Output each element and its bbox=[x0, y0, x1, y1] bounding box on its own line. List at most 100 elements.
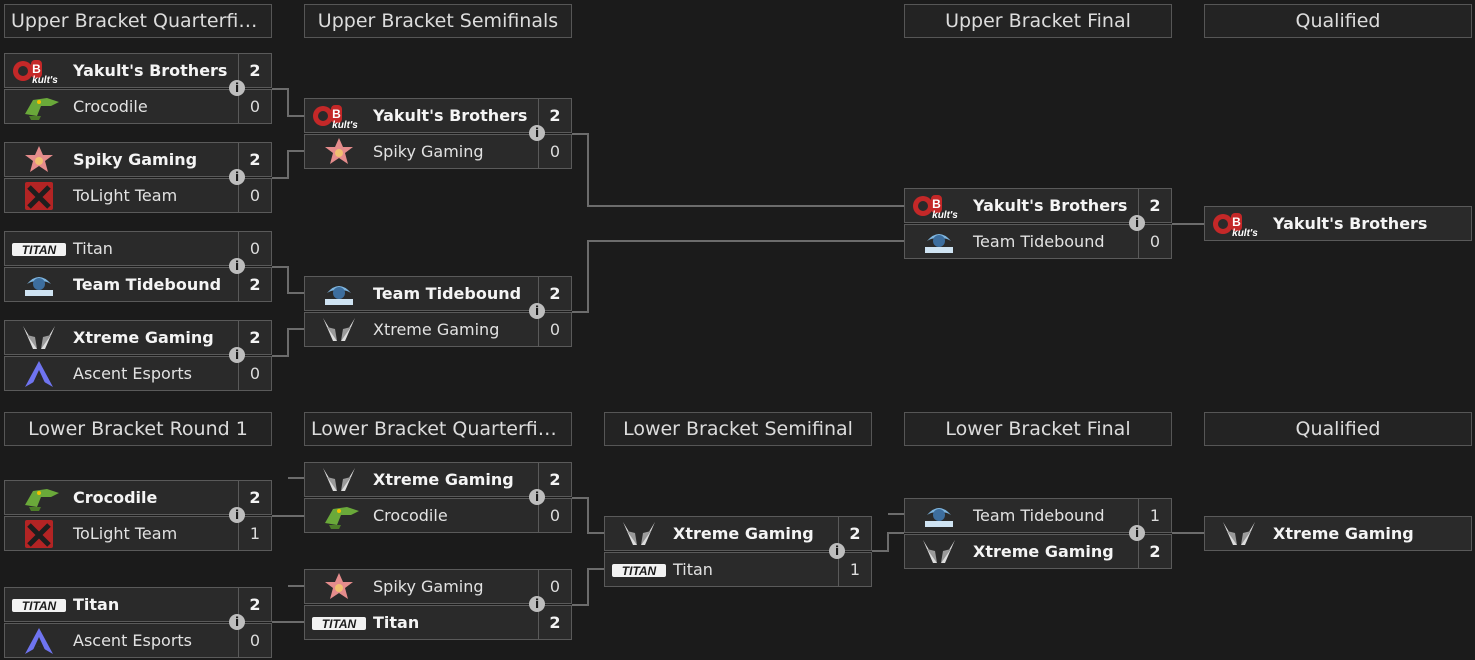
team-name: Titan bbox=[673, 560, 713, 579]
team-score: 0 bbox=[1138, 225, 1171, 258]
svg-text:B: B bbox=[332, 107, 341, 121]
match-info-icon[interactable]: i bbox=[829, 543, 845, 559]
match-info-icon[interactable]: i bbox=[529, 125, 545, 141]
team-name: Titan bbox=[373, 613, 420, 632]
tidebound-logo-icon bbox=[311, 279, 367, 309]
match-info-icon[interactable]: i bbox=[229, 614, 245, 630]
team-name: Ascent Esports bbox=[73, 631, 192, 650]
team-score: 2 bbox=[538, 463, 571, 496]
spiky-logo-icon bbox=[311, 572, 367, 602]
qualified-team-lower[interactable]: Xtreme Gaming bbox=[1204, 516, 1472, 551]
connector-line bbox=[572, 497, 604, 534]
svg-text:B: B bbox=[1232, 215, 1241, 229]
team-score: 2 bbox=[238, 321, 271, 354]
team-score: 2 bbox=[538, 277, 571, 310]
team-score: 1 bbox=[1138, 499, 1171, 532]
connector-line bbox=[272, 328, 304, 357]
match-info-icon[interactable]: i bbox=[529, 596, 545, 612]
match-info-icon[interactable]: i bbox=[229, 80, 245, 96]
spiky-logo-icon bbox=[11, 145, 67, 175]
match-info-icon[interactable]: i bbox=[229, 347, 245, 363]
team-score: 2 bbox=[238, 54, 271, 87]
team-score: 2 bbox=[538, 99, 571, 132]
round-header-lb-sf: Lower Bracket Semifinal bbox=[604, 412, 872, 446]
match-info-icon[interactable]: i bbox=[529, 489, 545, 505]
connector-line bbox=[272, 266, 304, 294]
match-info-icon[interactable]: i bbox=[529, 303, 545, 319]
round-header-ub-sf: Upper Bracket Semifinals bbox=[304, 4, 572, 38]
crocodile-logo-icon bbox=[11, 483, 67, 513]
crocodile-logo-icon bbox=[311, 501, 367, 531]
connector-line bbox=[872, 532, 904, 552]
titan-logo-icon: TITAN bbox=[11, 234, 67, 264]
team-score: 1 bbox=[838, 553, 871, 586]
team-name: Spiky Gaming bbox=[373, 142, 484, 161]
svg-text:TITAN: TITAN bbox=[322, 617, 357, 631]
team-name: Yakult's Brothers bbox=[373, 106, 528, 125]
svg-text:TITAN: TITAN bbox=[22, 599, 57, 613]
match-info-icon[interactable]: i bbox=[229, 258, 245, 274]
round-header-ub-qf: Upper Bracket Quarterfinals bbox=[4, 4, 272, 38]
tidebound-logo-icon bbox=[911, 227, 967, 257]
match-info-icon[interactable]: i bbox=[229, 507, 245, 523]
team-score: 2 bbox=[1138, 189, 1171, 222]
team-score: 2 bbox=[1138, 535, 1171, 568]
svg-text:B: B bbox=[932, 197, 941, 211]
match-info-icon[interactable]: i bbox=[229, 169, 245, 185]
svg-text:kult's: kult's bbox=[32, 75, 58, 86]
team-row[interactable]: TITAN Titan 1 bbox=[604, 552, 872, 587]
team-score: 2 bbox=[238, 588, 271, 621]
team-score: 1 bbox=[238, 517, 271, 550]
round-header-lb-r1: Lower Bracket Round 1 bbox=[4, 412, 272, 446]
team-name: Ascent Esports bbox=[73, 364, 192, 383]
tolight-logo-icon bbox=[11, 181, 67, 211]
team-name: Team Tidebound bbox=[973, 232, 1105, 251]
team-name: Crocodile bbox=[73, 97, 148, 116]
ascent-logo-icon bbox=[11, 626, 67, 656]
team-score: 2 bbox=[838, 517, 871, 550]
match-info-icon[interactable]: i bbox=[1129, 215, 1145, 231]
titan-logo-icon: TITAN bbox=[611, 555, 667, 585]
match-info-icon[interactable]: i bbox=[1129, 525, 1145, 541]
team-row[interactable]: Team Tidebound 0 bbox=[904, 224, 1172, 259]
round-header-ub-f: Upper Bracket Final bbox=[904, 4, 1172, 38]
team-name: Xtreme Gaming bbox=[373, 320, 500, 339]
xtreme-logo-icon bbox=[1211, 519, 1267, 549]
connector-line bbox=[272, 88, 304, 117]
